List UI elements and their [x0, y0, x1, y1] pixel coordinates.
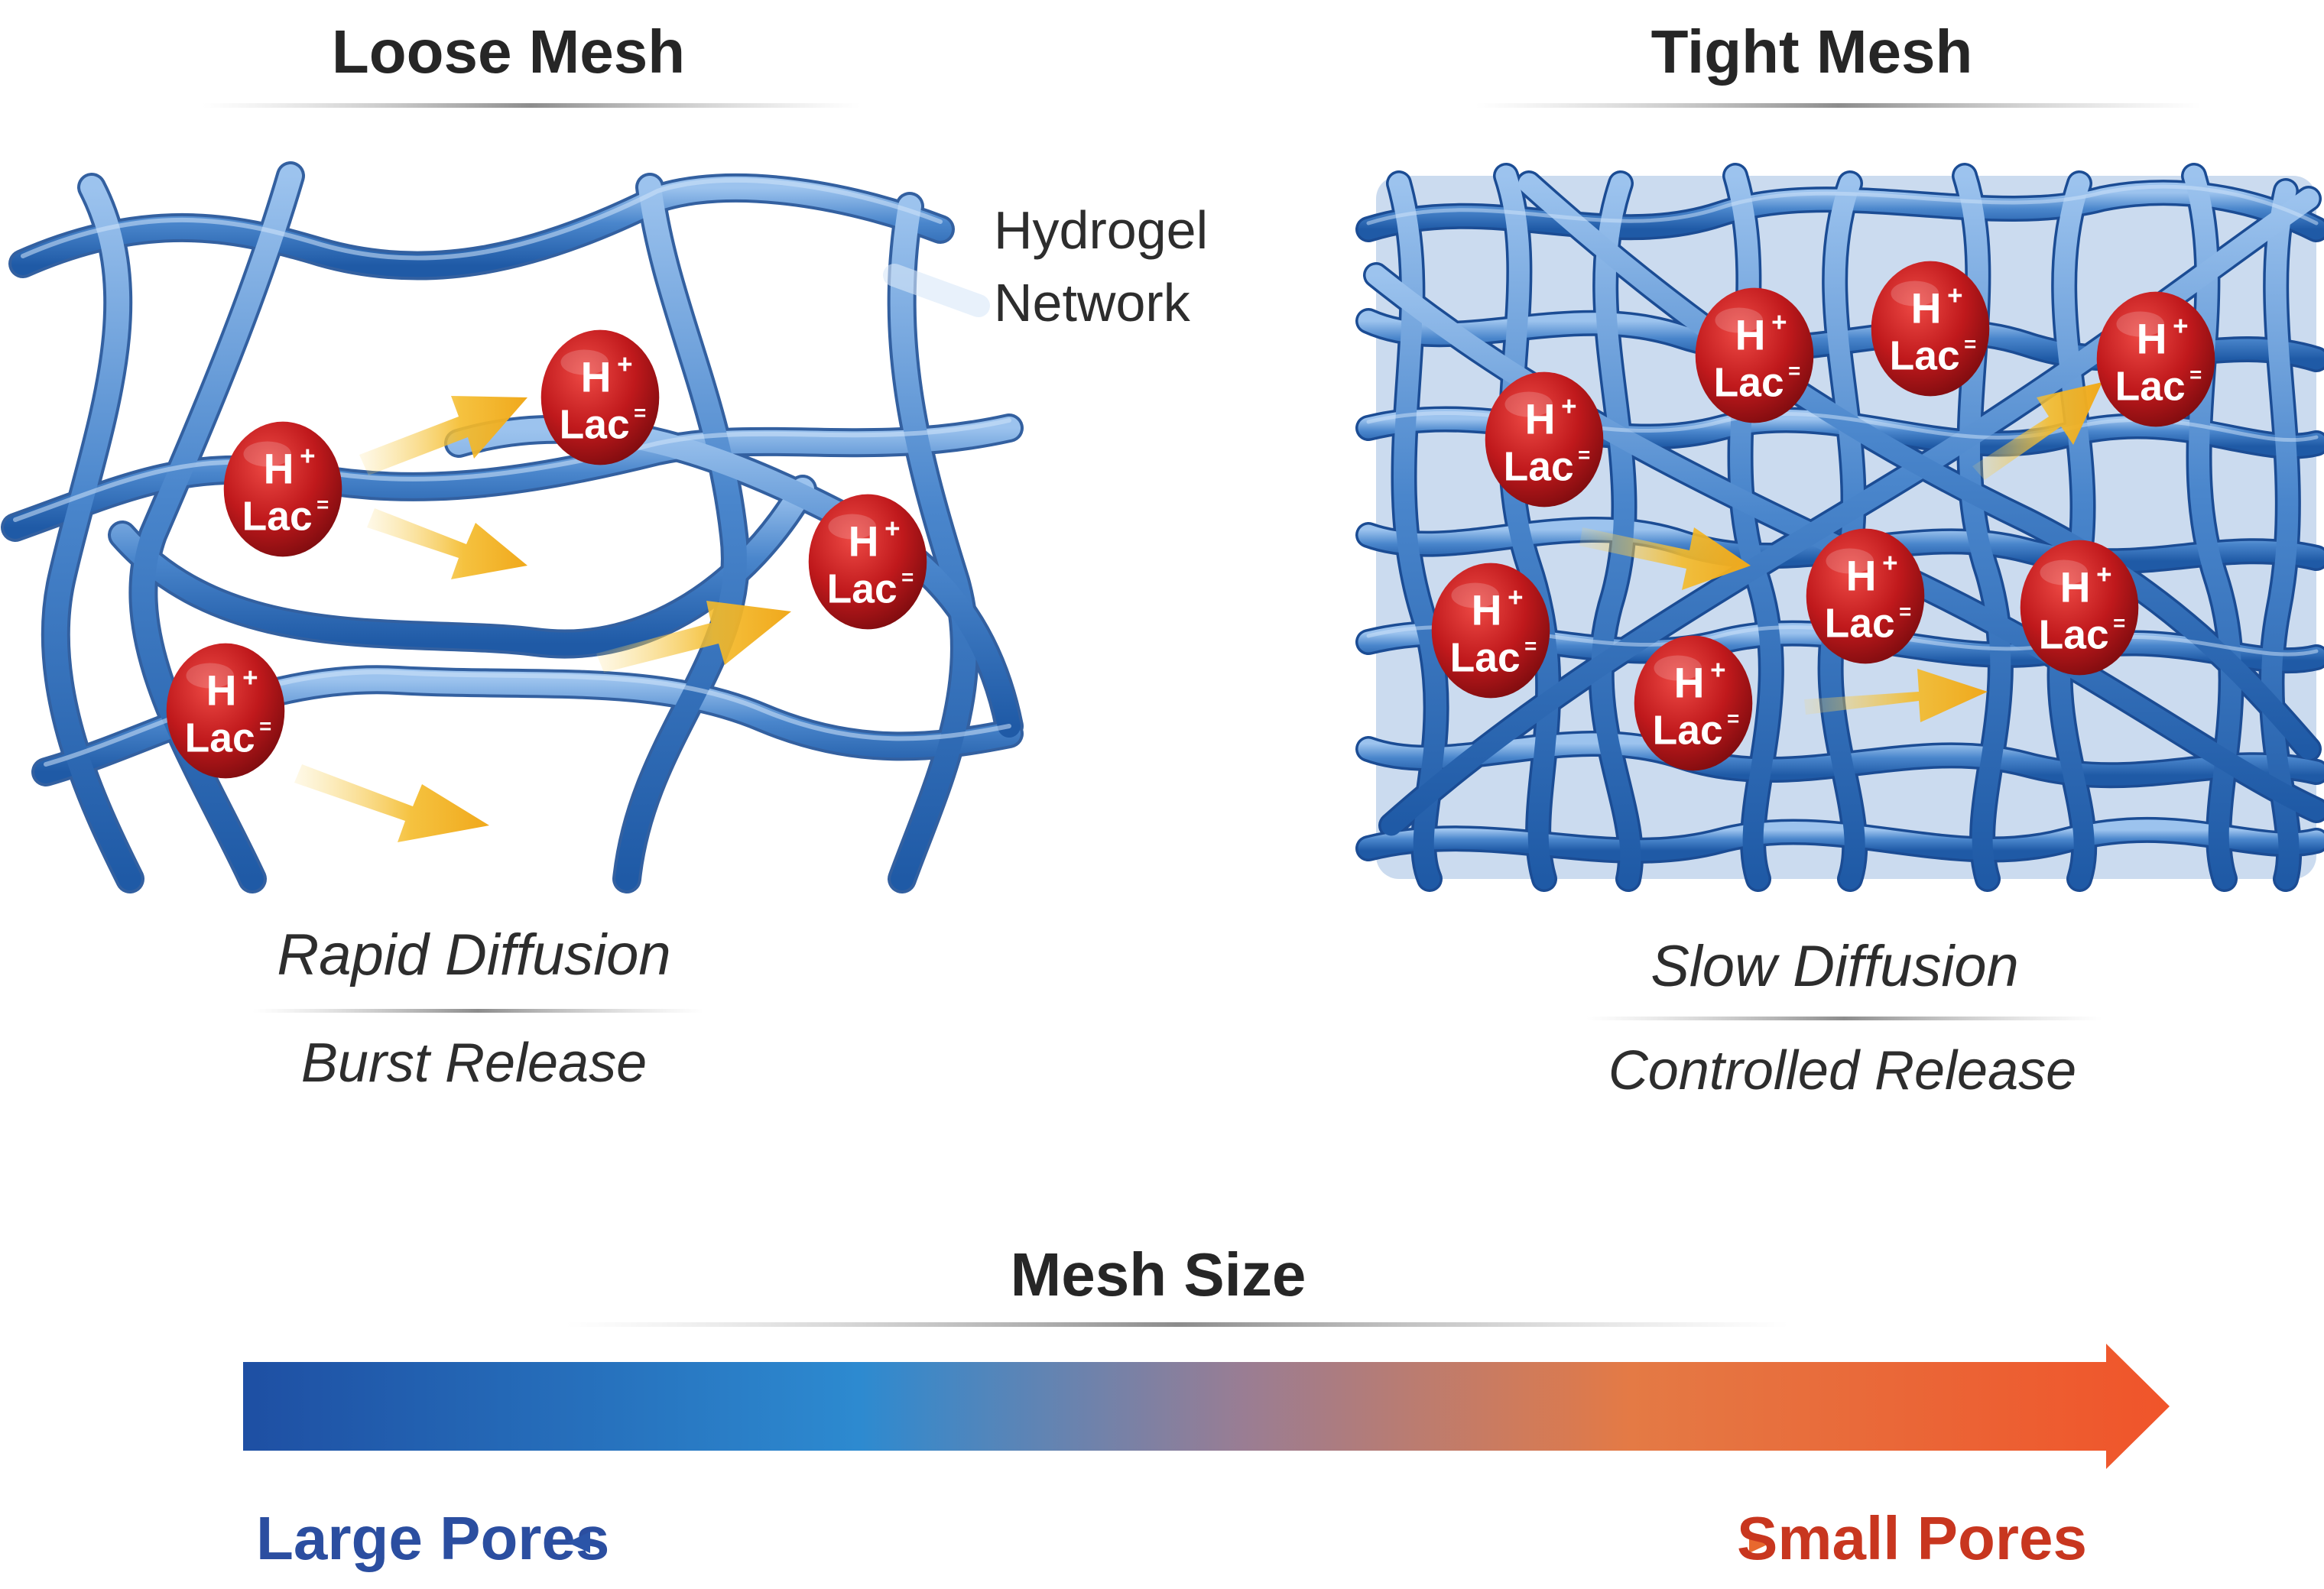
mesh-size-scale: Mesh Size Large Pores Small Pores — [243, 1240, 2170, 1572]
negative-charge-label: = — [1578, 443, 1590, 466]
caption-divider — [252, 1009, 703, 1013]
lactate-ion-label: Lac — [185, 715, 255, 760]
small-pores-label: Small Pores — [1737, 1504, 2087, 1572]
hydrogen-ion-label: H — [2060, 564, 2091, 611]
lactate-molecule: H+ Lac= — [1871, 261, 1990, 397]
lactate-molecule: H+ Lac= — [1695, 287, 1814, 423]
negative-charge-label: = — [1788, 358, 1800, 382]
tight-hydrogel-network — [1355, 163, 2324, 892]
hydrogen-ion-label: H — [206, 667, 237, 715]
negative-charge-label: = — [1964, 332, 1976, 355]
diffusion-arrow — [294, 764, 489, 842]
positive-charge-label: + — [2096, 560, 2111, 590]
lactate-molecule: H+ Lac= — [166, 643, 285, 779]
lactate-ion-label: Lac — [1450, 635, 1521, 680]
lactate-ion-label: Lac — [242, 494, 313, 539]
hydrogen-ion-label: H — [1735, 312, 1766, 359]
negative-charge-label: = — [2189, 362, 2202, 386]
lactate-ion-label: Lac — [1504, 444, 1574, 489]
positive-charge-label: + — [617, 350, 632, 380]
lactate-ion-label: Lac — [560, 402, 630, 447]
lactate-ion-label: Lac — [827, 566, 897, 611]
hydrogel-label-line2: Network — [994, 273, 1191, 332]
burst-release-caption: Burst Release — [301, 1033, 647, 1094]
rapid-diffusion-caption: Rapid Diffusion — [277, 923, 670, 987]
hydrogen-ion-label: H — [581, 354, 612, 401]
lactate-molecule: H+ Lac= — [1485, 371, 1604, 508]
lactate-molecule: H+ Lac= — [1634, 635, 1753, 771]
lactate-molecule: H+ Lac= — [2096, 291, 2215, 427]
positive-charge-label: + — [1882, 549, 1897, 579]
negative-charge-label: = — [1727, 706, 1739, 730]
hydrogen-ion-label: H — [1846, 553, 1877, 600]
controlled-release-caption: Controlled Release — [1608, 1040, 2076, 1101]
loose-diffusion-arrows — [294, 396, 791, 842]
positive-charge-label: + — [1508, 583, 1523, 613]
tight-caption: Slow Diffusion Controlled Release — [1586, 934, 2102, 1101]
tight-mesh-title: Tight Mesh — [1651, 18, 1973, 86]
positive-charge-label: + — [1947, 281, 1962, 311]
hydrogel-label-line1: Hydrogel — [994, 200, 1208, 260]
hydrogen-ion-label: H — [1674, 660, 1705, 707]
mesh-size-title: Mesh Size — [1011, 1240, 1306, 1308]
lactate-molecule: H+ Lac= — [540, 329, 660, 465]
loose-caption: Rapid Diffusion Burst Release — [252, 923, 703, 1094]
negative-charge-label: = — [1524, 634, 1537, 657]
lactate-molecule: H+ Lac= — [1806, 528, 1925, 664]
lactate-ion-label: Lac — [2039, 612, 2109, 657]
positive-charge-label: + — [1771, 308, 1787, 338]
diffusion-arrow — [1804, 669, 1988, 722]
negative-charge-label: = — [1899, 599, 1911, 623]
diffusion-arrow — [1972, 382, 2102, 480]
positive-charge-label: + — [1561, 392, 1576, 422]
positive-charge-label: + — [884, 514, 900, 544]
diffusion-arrow — [367, 508, 527, 579]
negative-charge-label: = — [634, 400, 646, 424]
diffusion-arrow — [596, 601, 791, 673]
positive-charge-label: + — [300, 442, 315, 472]
lactate-molecule: H+ Lac= — [2020, 540, 2139, 676]
caption-divider — [1586, 1017, 2102, 1020]
title-underline — [1475, 103, 2202, 108]
mesh-size-gradient-arrow — [243, 1344, 2170, 1469]
negative-charge-label: = — [2113, 611, 2125, 634]
negative-charge-label: = — [901, 565, 914, 589]
lactate-molecules: H+Lac=H+Lac=H+Lac=H+Lac=H+Lac=H+Lac=H+La… — [166, 261, 2215, 779]
hydrogen-ion-label: H — [1472, 587, 1502, 634]
hydrogen-ion-label: H — [849, 518, 879, 566]
tight-diffusion-arrows — [1579, 382, 2102, 722]
negative-charge-label: = — [259, 714, 271, 738]
lactate-ion-label: Lac — [2115, 364, 2186, 409]
lactate-molecule: H+ Lac= — [223, 421, 342, 557]
diffusion-arrow — [359, 396, 527, 475]
lactate-ion-label: Lac — [1714, 360, 1784, 405]
negative-charge-label: = — [316, 492, 329, 516]
positive-charge-label: + — [242, 663, 258, 693]
diffusion-arrow — [1579, 527, 1751, 590]
hydrogen-ion-label: H — [2137, 316, 2167, 363]
pore-size-double-arrow — [567, 1532, 1772, 1553]
lactate-ion-label: Lac — [1825, 601, 1895, 646]
loose-mesh-title: Loose Mesh — [332, 18, 685, 86]
lactate-ion-label: Lac — [1890, 333, 1960, 378]
lactate-molecule: H+ Lac= — [1431, 563, 1550, 699]
large-pores-label: Large Pores — [256, 1504, 609, 1572]
hydrogen-ion-label: H — [1911, 285, 1942, 332]
title-underline — [203, 103, 860, 108]
lactate-molecule: H+ Lac= — [808, 494, 927, 630]
hydrogen-ion-label: H — [264, 446, 294, 493]
scale-title-underline — [566, 1322, 1789, 1327]
hydrogen-ion-label: H — [1525, 396, 1556, 443]
lactate-ion-label: Lac — [1653, 708, 1723, 753]
positive-charge-label: + — [1710, 656, 1725, 686]
positive-charge-label: + — [2173, 312, 2188, 342]
slow-diffusion-caption: Slow Diffusion — [1650, 934, 2019, 999]
